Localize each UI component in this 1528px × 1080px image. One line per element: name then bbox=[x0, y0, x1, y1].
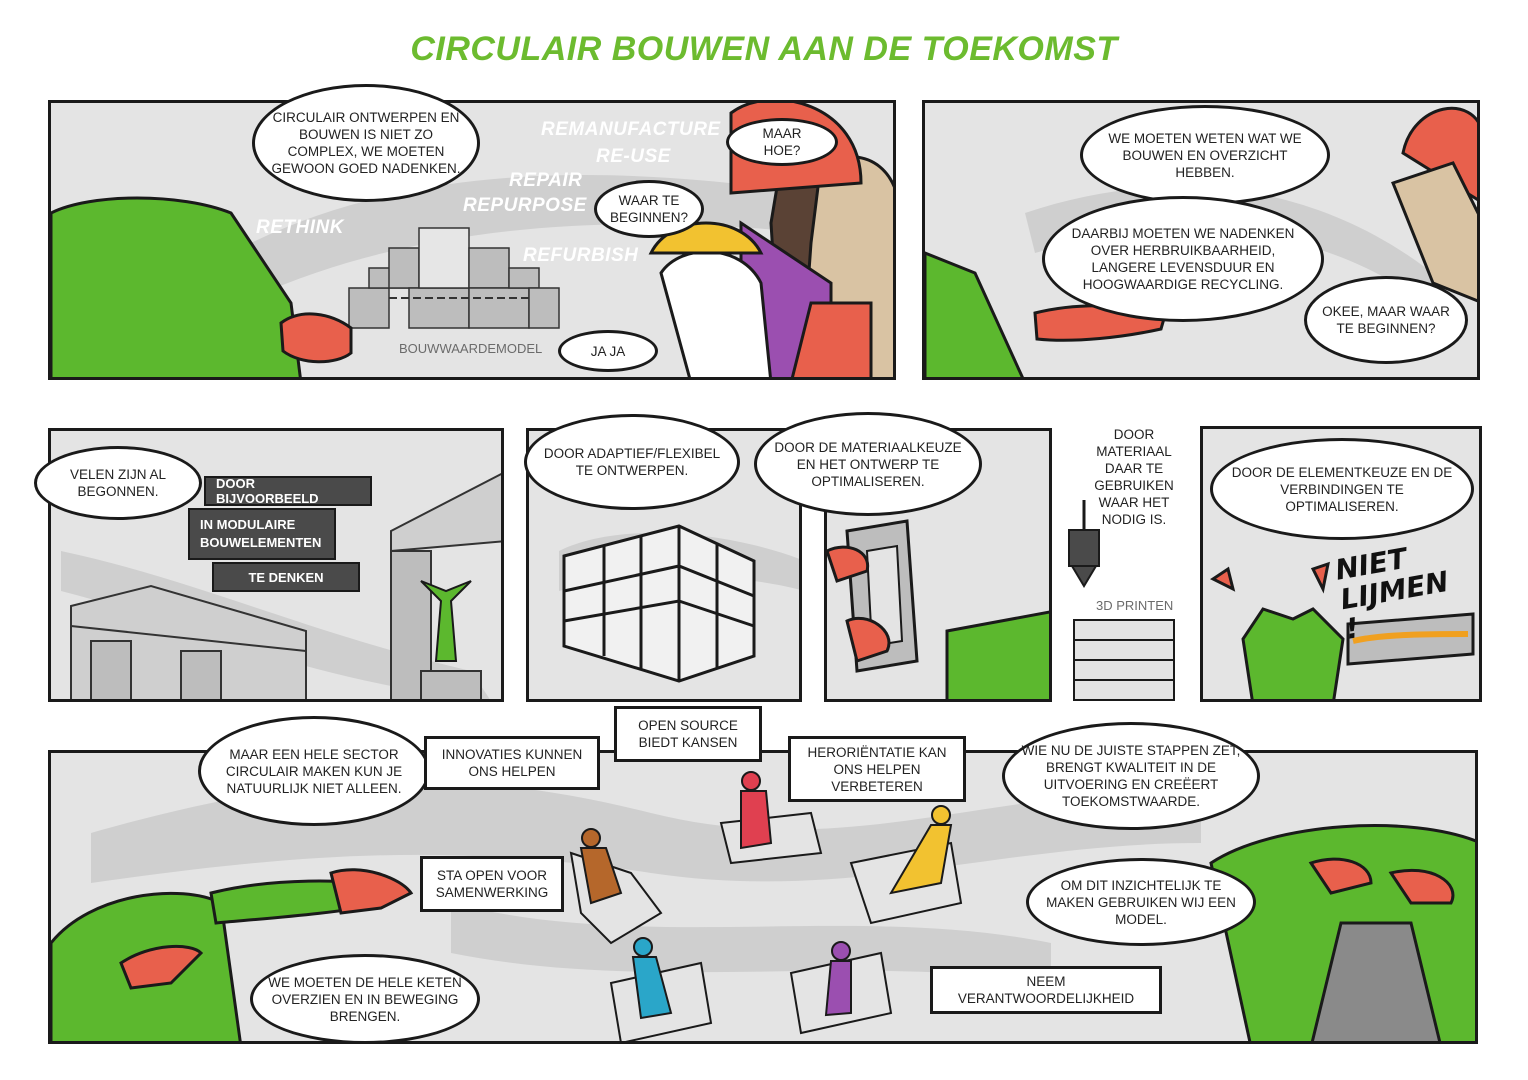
r-word-rethink: RETHINK bbox=[256, 217, 344, 238]
speech-adaptief-flexibel: DOOR ADAPTIEF/FLEXIBEL TE ONTWERPEN. bbox=[524, 414, 740, 510]
box-neem-verantwoordelijkheid: NEEM VERANTWOORDELIJKHEID bbox=[930, 966, 1162, 1014]
r-word-remanufacture: REMANUFACTURE bbox=[541, 119, 721, 140]
r-word-repair: REPAIR bbox=[509, 170, 583, 191]
speech-velen-zijn-al-begonnen: VELEN ZIJN AL BEGONNEN. bbox=[34, 446, 202, 520]
bouwwaardemodel-diagram bbox=[348, 227, 560, 329]
box-innovaties: INNOVATIES KUNNEN ONS HELPEN bbox=[424, 736, 600, 790]
flexible-building bbox=[559, 524, 799, 683]
speech-ja-ja: JA JA bbox=[558, 330, 658, 372]
3d-printer bbox=[1068, 500, 1175, 701]
cheering-worker bbox=[1210, 561, 1475, 699]
speech-waar-te-beginnen: WAAR TE BEGINNEN? bbox=[594, 180, 704, 238]
box-herorientatie: HERORIËNTATIE KAN ONS HELPEN VERBETEREN bbox=[788, 736, 966, 802]
speech-inzichtelijk-model: OM DIT INZICHTELIJK TE MAKEN GEBRUIKEN W… bbox=[1026, 858, 1256, 946]
frame-worker bbox=[827, 519, 1049, 699]
presenter-figure bbox=[51, 196, 353, 377]
speech-juiste-stappen: WIE NU DE JUISTE STAPPEN ZET, BRENGT KWA… bbox=[1002, 722, 1260, 830]
r-word-refurbish: REFURBISH bbox=[523, 245, 639, 266]
speech-daarbij: DAARBIJ MOETEN WE NADENKEN OVER HERBRUIK… bbox=[1042, 196, 1324, 322]
pointing-man bbox=[51, 868, 414, 1041]
listener-figure bbox=[1391, 106, 1477, 303]
box-door-bijvoorbeeld: DOOR BIJVOORBEELD bbox=[204, 476, 372, 506]
label-3d-printen: 3D PRINTEN bbox=[1096, 598, 1174, 613]
box-sta-open: STA OPEN VOOR SAMENWERKING bbox=[420, 856, 564, 912]
bouwwaardemodel-label: BOUWWAARDEMODEL bbox=[399, 341, 543, 356]
speech-hele-sector: MAAR EEN HELE SECTOR CIRCULAIR MAKEN KUN… bbox=[198, 716, 430, 826]
box-modulaire-bouwelementen: IN MODULAIRE BOUWELEMENTEN bbox=[188, 508, 336, 560]
speech-hele-keten: WE MOETEN DE HELE KETEN OVERZIEN EN IN B… bbox=[250, 954, 480, 1044]
page-title: CIRCULAIR BOUWEN AAN DE TOEKOMST bbox=[410, 30, 1118, 68]
speech-maar-hoe: MAAR HOE? bbox=[726, 118, 838, 166]
box-open-source: OPEN SOURCE BIEDT KANSEN bbox=[614, 706, 762, 762]
speech-we-moeten-weten: WE MOETEN WETEN WAT WE BOUWEN EN OVERZIC… bbox=[1080, 105, 1330, 205]
r-word-reuse: RE-USE bbox=[596, 146, 671, 167]
modular-building bbox=[61, 472, 501, 699]
model-holder bbox=[1209, 824, 1475, 1041]
text-materiaal-waar-nodig: DOOR MATERIAAL DAAR TE GEBRUIKEN WAAR HE… bbox=[1094, 427, 1174, 527]
speech-elementkeuze: DOOR DE ELEMENTKEUZE EN DE VERBINDINGEN … bbox=[1210, 438, 1474, 540]
workers-figures bbox=[648, 103, 893, 377]
figures-on-arrows bbox=[569, 771, 963, 1041]
shout-niet-lijmen: NIET LIJMEN ! bbox=[1332, 541, 1452, 646]
speech-okee-waar: OKEE, MAAR WAAR TE BEGINNEN? bbox=[1304, 276, 1468, 364]
box-te-denken: TE DENKEN bbox=[212, 562, 360, 592]
speech-materiaalkeuze: DOOR DE MATERIAALKEUZE EN HET ONTWERP TE… bbox=[754, 412, 982, 516]
r-word-repurpose: REPURPOSE bbox=[463, 195, 587, 216]
speech-circulair-ontwerpen: CIRCULAIR ONTWERPEN EN BOUWEN IS NIET ZO… bbox=[252, 84, 480, 202]
